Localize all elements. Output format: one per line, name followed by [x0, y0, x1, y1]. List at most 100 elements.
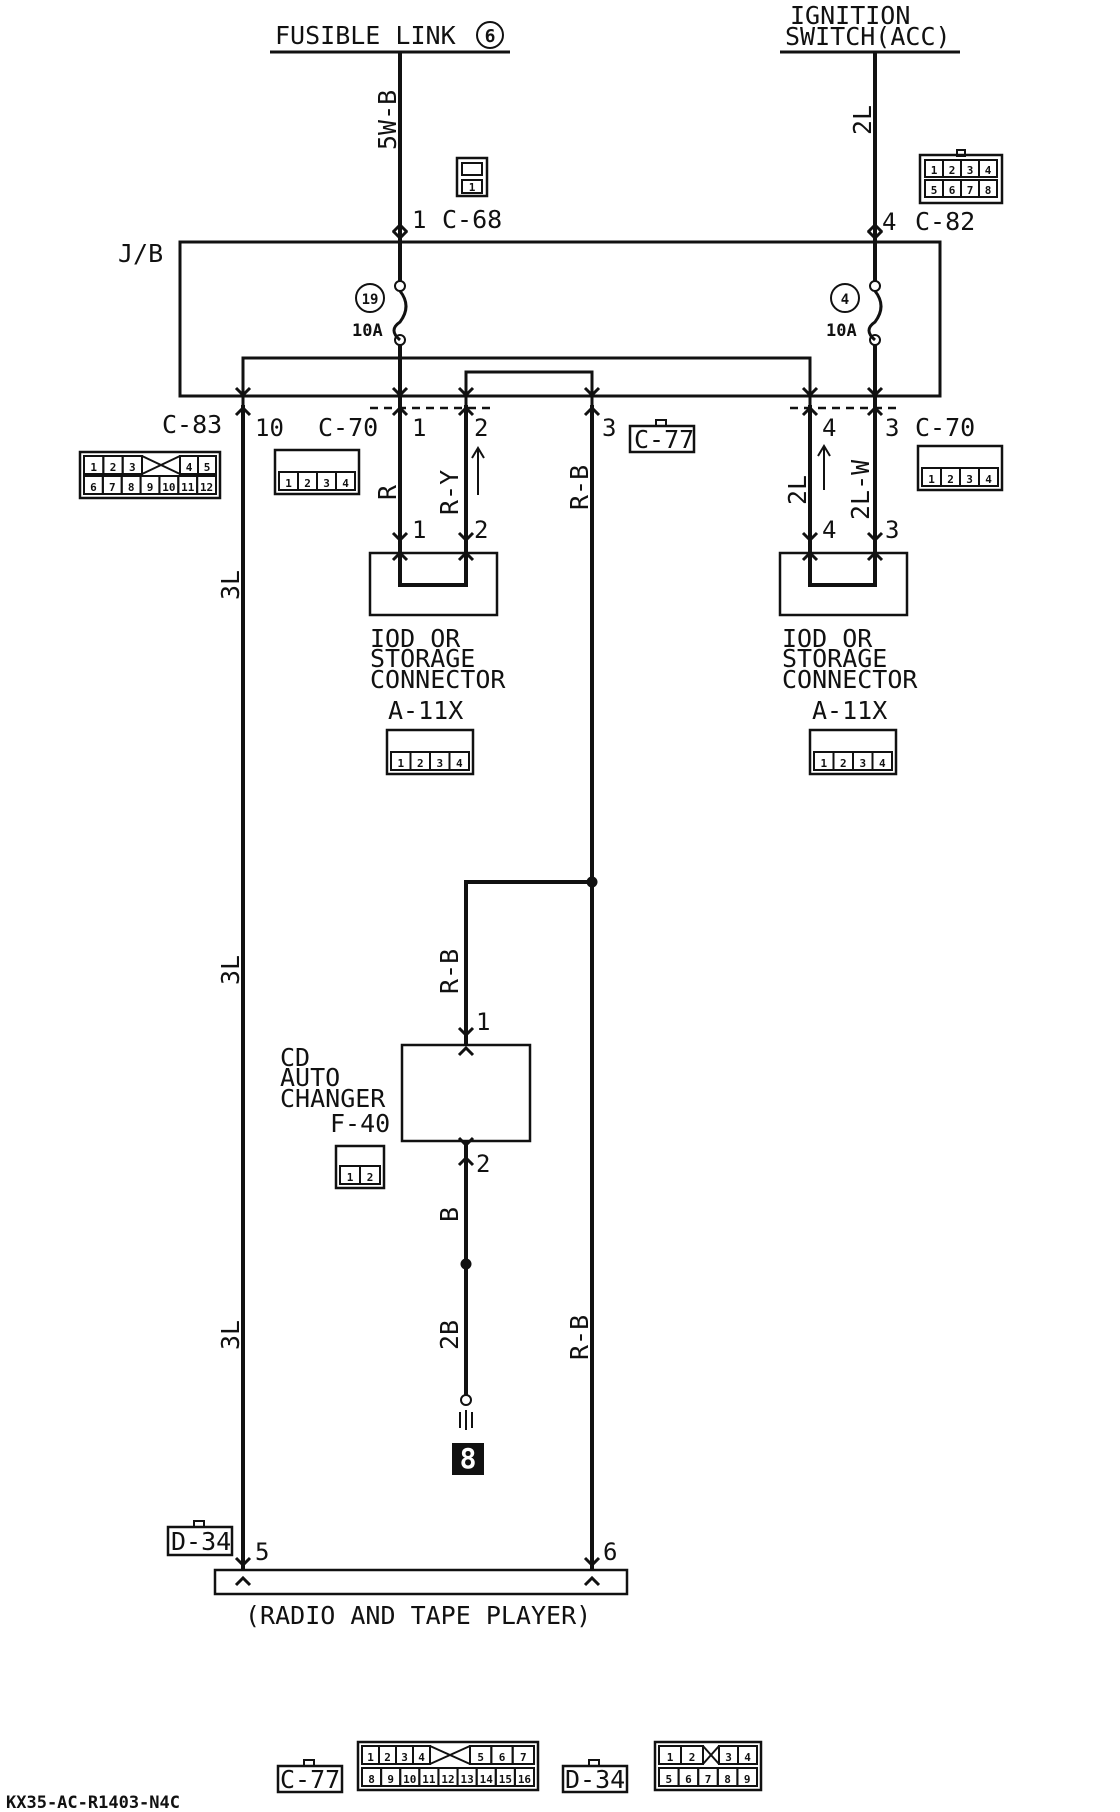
svg-text:D-34: D-34 [171, 1527, 231, 1556]
wire-label-3l-1: 3L [216, 570, 245, 600]
connector-cell-number: 6 [949, 184, 956, 197]
pin-arrow [866, 405, 884, 417]
connector-cell [511, 1745, 536, 1765]
connector-cell-number: 4 [879, 757, 886, 770]
connector-cell-number: 15 [499, 1773, 512, 1786]
connector-cell-number: 8 [985, 184, 992, 197]
connector-cell-number: 3 [966, 473, 973, 486]
connector-f40: F-40 [330, 1109, 390, 1138]
connector-cell [978, 159, 998, 178]
iod-left-label: IOD OR STORAGE CONNECTOR A-11X [370, 624, 506, 725]
pin-iod-right-3: 3 [885, 516, 899, 544]
svg-text:CD: CD [280, 1043, 310, 1072]
connector-cell-number: 12 [200, 481, 213, 494]
connector-cell-number: 1 [820, 757, 827, 770]
pin-arrow [801, 405, 819, 417]
connector-cell [513, 1767, 536, 1787]
connector-cell-number: 1 [931, 164, 938, 177]
fuse-4: 4 10A [826, 280, 883, 346]
connector-cell [736, 1767, 759, 1787]
pin-arrow [583, 1556, 601, 1568]
pin-radio-6: 6 [603, 1538, 617, 1566]
connector-cell-number: 3 [436, 757, 443, 770]
connector-cell-number: 3 [725, 1751, 732, 1764]
connector-cell-number: 4 [985, 473, 992, 486]
connector-cell-number: 3 [967, 164, 974, 177]
connector-cell-number: 2 [384, 1751, 391, 1764]
connector-cell-number: 6 [90, 481, 97, 494]
pin-arrow [234, 1575, 252, 1587]
connector-cell-number: 4 [342, 477, 349, 490]
svg-text:C-77: C-77 [634, 425, 694, 454]
connector-cell-number: 7 [705, 1773, 712, 1786]
pin-c70-right-3: 3 [885, 414, 899, 442]
wire-label-b: B [435, 1207, 464, 1222]
junction-block [178, 240, 942, 398]
connector-cell-number: 8 [368, 1773, 375, 1786]
cd-changer-label: CD AUTO CHANGER F-40 [280, 1043, 390, 1138]
connector-c82: C-82 [915, 207, 975, 236]
pin-arrow [391, 229, 409, 241]
connector-cell-number: 2 [949, 164, 956, 177]
svg-text:1: 1 [469, 181, 476, 194]
pin-arrow [391, 222, 409, 234]
pin-arrow [583, 386, 601, 398]
fuse-19-number: 19 [362, 292, 379, 308]
fusible-link-label: FUSIBLE LINK [275, 21, 456, 50]
svg-text:CONNECTOR: CONNECTOR [782, 665, 918, 694]
connector-cell-number: 10 [162, 481, 175, 494]
connector-cell-number: 11 [422, 1773, 436, 1786]
connector-cell-number: 8 [724, 1773, 731, 1786]
connector-cell-number: 4 [418, 1751, 425, 1764]
connector-cell-number: 7 [109, 481, 116, 494]
connector-cell [680, 1745, 704, 1765]
pin-arrow [583, 405, 601, 417]
connector-cell-number: 5 [477, 1751, 484, 1764]
connector-cell-number: 2 [367, 1171, 374, 1184]
pin-c68: 1 [412, 206, 426, 234]
connector-cell-number: 4 [456, 757, 463, 770]
connector-cell-number: 1 [90, 461, 97, 474]
pin-arrow [391, 405, 409, 417]
pin-radio-5: 5 [255, 1538, 269, 1566]
pin-arrow [801, 550, 819, 562]
connector-cell-number: 9 [744, 1773, 751, 1786]
wire-label-3l-3: 3L [216, 1320, 245, 1350]
connector-c70-left: C-70 [318, 413, 378, 442]
ground-point-badge [452, 1443, 484, 1475]
pin-arrow [234, 405, 252, 417]
connector-cell [978, 179, 998, 198]
connector-cell-number: 1 [367, 1751, 374, 1764]
pin-arrow [457, 531, 475, 543]
wire-label-r-y: R-Y [435, 470, 464, 515]
pin-arrow [234, 1556, 252, 1568]
pin-arrow [391, 386, 409, 398]
connector-cell-number: 1 [347, 1171, 354, 1184]
connector-cell [359, 1165, 381, 1185]
pin-arrow [866, 531, 884, 543]
connector-a11x-right: A-11X [812, 696, 887, 725]
wire-label-3l-2: 3L [216, 955, 245, 985]
connector-cell [448, 751, 470, 771]
connector-cell [978, 467, 999, 487]
radio-tape-player [213, 1568, 629, 1596]
connector-cell-number: 3 [129, 461, 136, 474]
svg-text:IOD OR: IOD OR [370, 624, 461, 653]
pin-arrow [457, 1026, 475, 1038]
svg-text:AUTO: AUTO [280, 1063, 340, 1092]
svg-text:CHANGER: CHANGER [280, 1084, 386, 1113]
connector-cell-number: 1 [667, 1751, 674, 1764]
connector-cell-number: 6 [685, 1773, 692, 1786]
ground-point-number: 8 [460, 1442, 477, 1475]
connector-cell-number: 2 [417, 757, 424, 770]
svg-text:STORAGE: STORAGE [782, 644, 887, 673]
connector-a11x-left: A-11X [388, 696, 463, 725]
connector-cell-number: 2 [304, 477, 311, 490]
iod-right-label: IOD OR STORAGE CONNECTOR A-11X [782, 624, 918, 725]
junction-block-label: J/B [118, 239, 163, 268]
fusible-link-source: FUSIBLE LINK 6 [270, 21, 510, 54]
